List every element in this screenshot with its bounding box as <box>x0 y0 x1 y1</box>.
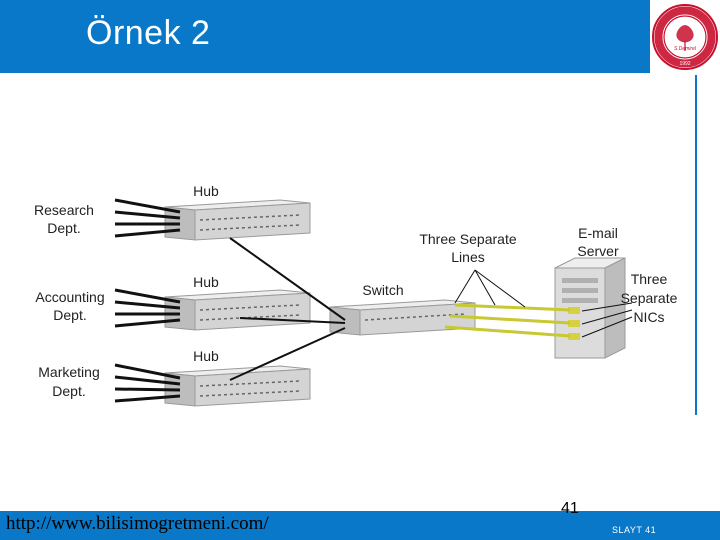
dept-label-marketing-1: Marketing <box>38 364 99 380</box>
email-server <box>554 257 626 359</box>
logo-inner-ring <box>663 15 707 59</box>
hub-research <box>164 199 311 241</box>
lines-label-2: Lines <box>451 249 484 265</box>
server-label-2: Server <box>577 243 619 259</box>
footer-bar <box>0 511 720 540</box>
logo-rose-icon <box>676 25 694 43</box>
title-bar: Örnek 2 <box>0 0 720 73</box>
svg-text:1992: 1992 <box>679 61 690 67</box>
svg-text:S.Demirel: S.Demirel <box>674 46 697 52</box>
hub-accounting <box>164 289 311 331</box>
hub-label-1: Hub <box>193 183 219 199</box>
university-logo: S.Demirel 1992 <box>650 0 720 75</box>
lines-label-1: Three Separate <box>419 231 516 247</box>
dept-label-accounting-1: Accounting <box>35 289 104 305</box>
nic-1 <box>568 307 580 314</box>
uplink-cables <box>229 237 346 381</box>
dept-label-research-1: Research <box>34 202 94 218</box>
nics-label-1: Three <box>631 271 668 287</box>
page-number: 41 <box>561 500 579 517</box>
slide-title: Örnek 2 <box>86 14 211 52</box>
server-label-1: E-mail <box>578 225 618 241</box>
dept-label-research-2: Dept. <box>47 220 80 236</box>
hub-marketing <box>164 365 311 407</box>
footer-url: http://www.bilisimogretmeni.com/ <box>6 513 269 534</box>
nics-label-3: NICs <box>633 309 664 325</box>
annotation-arrows <box>454 269 633 338</box>
nic-3 <box>568 333 580 340</box>
nic-2 <box>568 320 580 327</box>
logo-outer-ring <box>652 4 718 70</box>
right-divider <box>695 75 697 415</box>
switch-label: Switch <box>362 282 403 298</box>
dept-label-marketing-2: Dept. <box>52 383 85 399</box>
department-cables <box>114 198 181 403</box>
dept-label-accounting-2: Dept. <box>53 307 86 323</box>
hub-label-3: Hub <box>193 348 219 364</box>
separate-lines <box>444 303 571 338</box>
logo-band <box>654 6 716 68</box>
slide-label: SLAYT 41 <box>612 525 657 535</box>
hub-label-2: Hub <box>193 274 219 290</box>
nics-label-2: Separate <box>621 290 678 306</box>
